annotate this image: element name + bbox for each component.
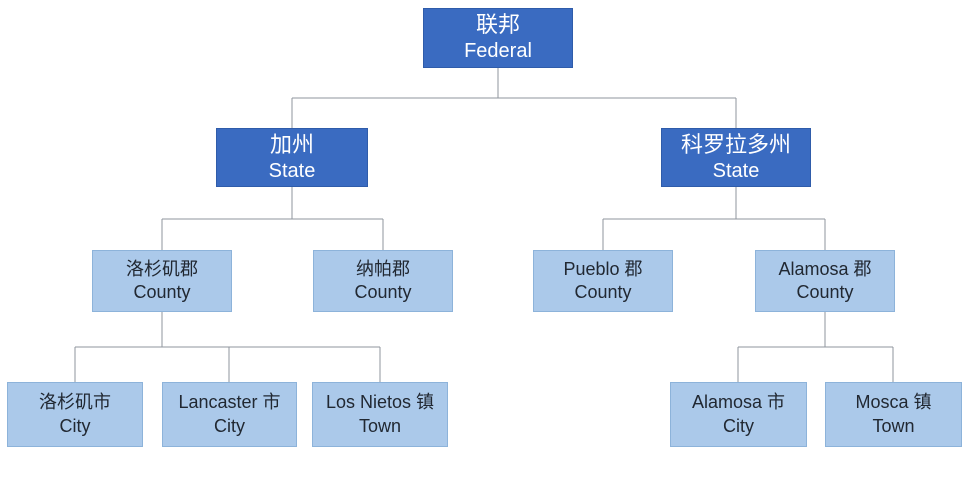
- node-city-los-angeles-label-en: City: [59, 415, 91, 436]
- node-state-california: 加州 State: [216, 128, 368, 187]
- node-state-colorado-label-en: State: [712, 159, 760, 182]
- node-city-alamosa: Alamosa 市 City: [670, 382, 807, 447]
- node-town-los-nietos-label-zh: Los Nietos 镇: [325, 392, 435, 413]
- node-city-alamosa-label-en: City: [723, 415, 754, 436]
- node-county-los-angeles: 洛杉矶郡 County: [92, 250, 232, 312]
- node-county-napa-label-en: County: [354, 282, 412, 302]
- node-town-mosca-label-zh: Mosca 镇: [855, 392, 932, 413]
- node-county-alamosa-label-zh: Alamosa 郡: [778, 258, 872, 279]
- node-county-los-angeles-label-zh: 洛杉矶郡: [126, 258, 198, 279]
- node-town-los-nietos-label-en: Town: [358, 415, 402, 436]
- node-town-los-nietos: Los Nietos 镇 Town: [312, 382, 448, 447]
- node-state-california-label-en: State: [268, 159, 316, 182]
- node-city-lancaster-label-en: City: [214, 415, 245, 436]
- node-state-colorado: 科罗拉多州 State: [661, 128, 811, 187]
- node-county-pueblo-label-zh: Pueblo 郡: [563, 258, 643, 279]
- node-city-los-angeles-label-zh: 洛杉矶市: [39, 392, 111, 413]
- node-state-colorado-label-zh: 科罗拉多州: [680, 131, 791, 157]
- node-county-napa-label-zh: 纳帕郡: [356, 258, 410, 279]
- node-state-california-label-zh: 加州: [269, 131, 314, 157]
- node-federal-label-en: Federal: [464, 40, 532, 63]
- node-city-los-angeles: 洛杉矶市 City: [7, 382, 143, 447]
- node-county-alamosa: Alamosa 郡 County: [755, 250, 895, 312]
- node-town-mosca: Mosca 镇 Town: [825, 382, 962, 447]
- node-federal: 联邦 Federal: [423, 8, 573, 68]
- node-federal-label-zh: 联邦: [475, 12, 520, 38]
- node-county-pueblo-label-en: County: [574, 282, 632, 302]
- node-city-alamosa-label-zh: Alamosa 市: [691, 392, 786, 413]
- node-town-mosca-label-en: Town: [872, 415, 915, 436]
- node-county-alamosa-label-en: County: [796, 282, 854, 302]
- node-county-los-angeles-label-en: County: [133, 282, 191, 302]
- node-city-lancaster: Lancaster 市 City: [162, 382, 297, 447]
- node-county-pueblo: Pueblo 郡 County: [533, 250, 673, 312]
- tree-edges-path: [74, 68, 894, 382]
- node-city-lancaster-label-zh: Lancaster 市: [178, 392, 281, 413]
- node-county-napa: 纳帕郡 County: [313, 250, 453, 312]
